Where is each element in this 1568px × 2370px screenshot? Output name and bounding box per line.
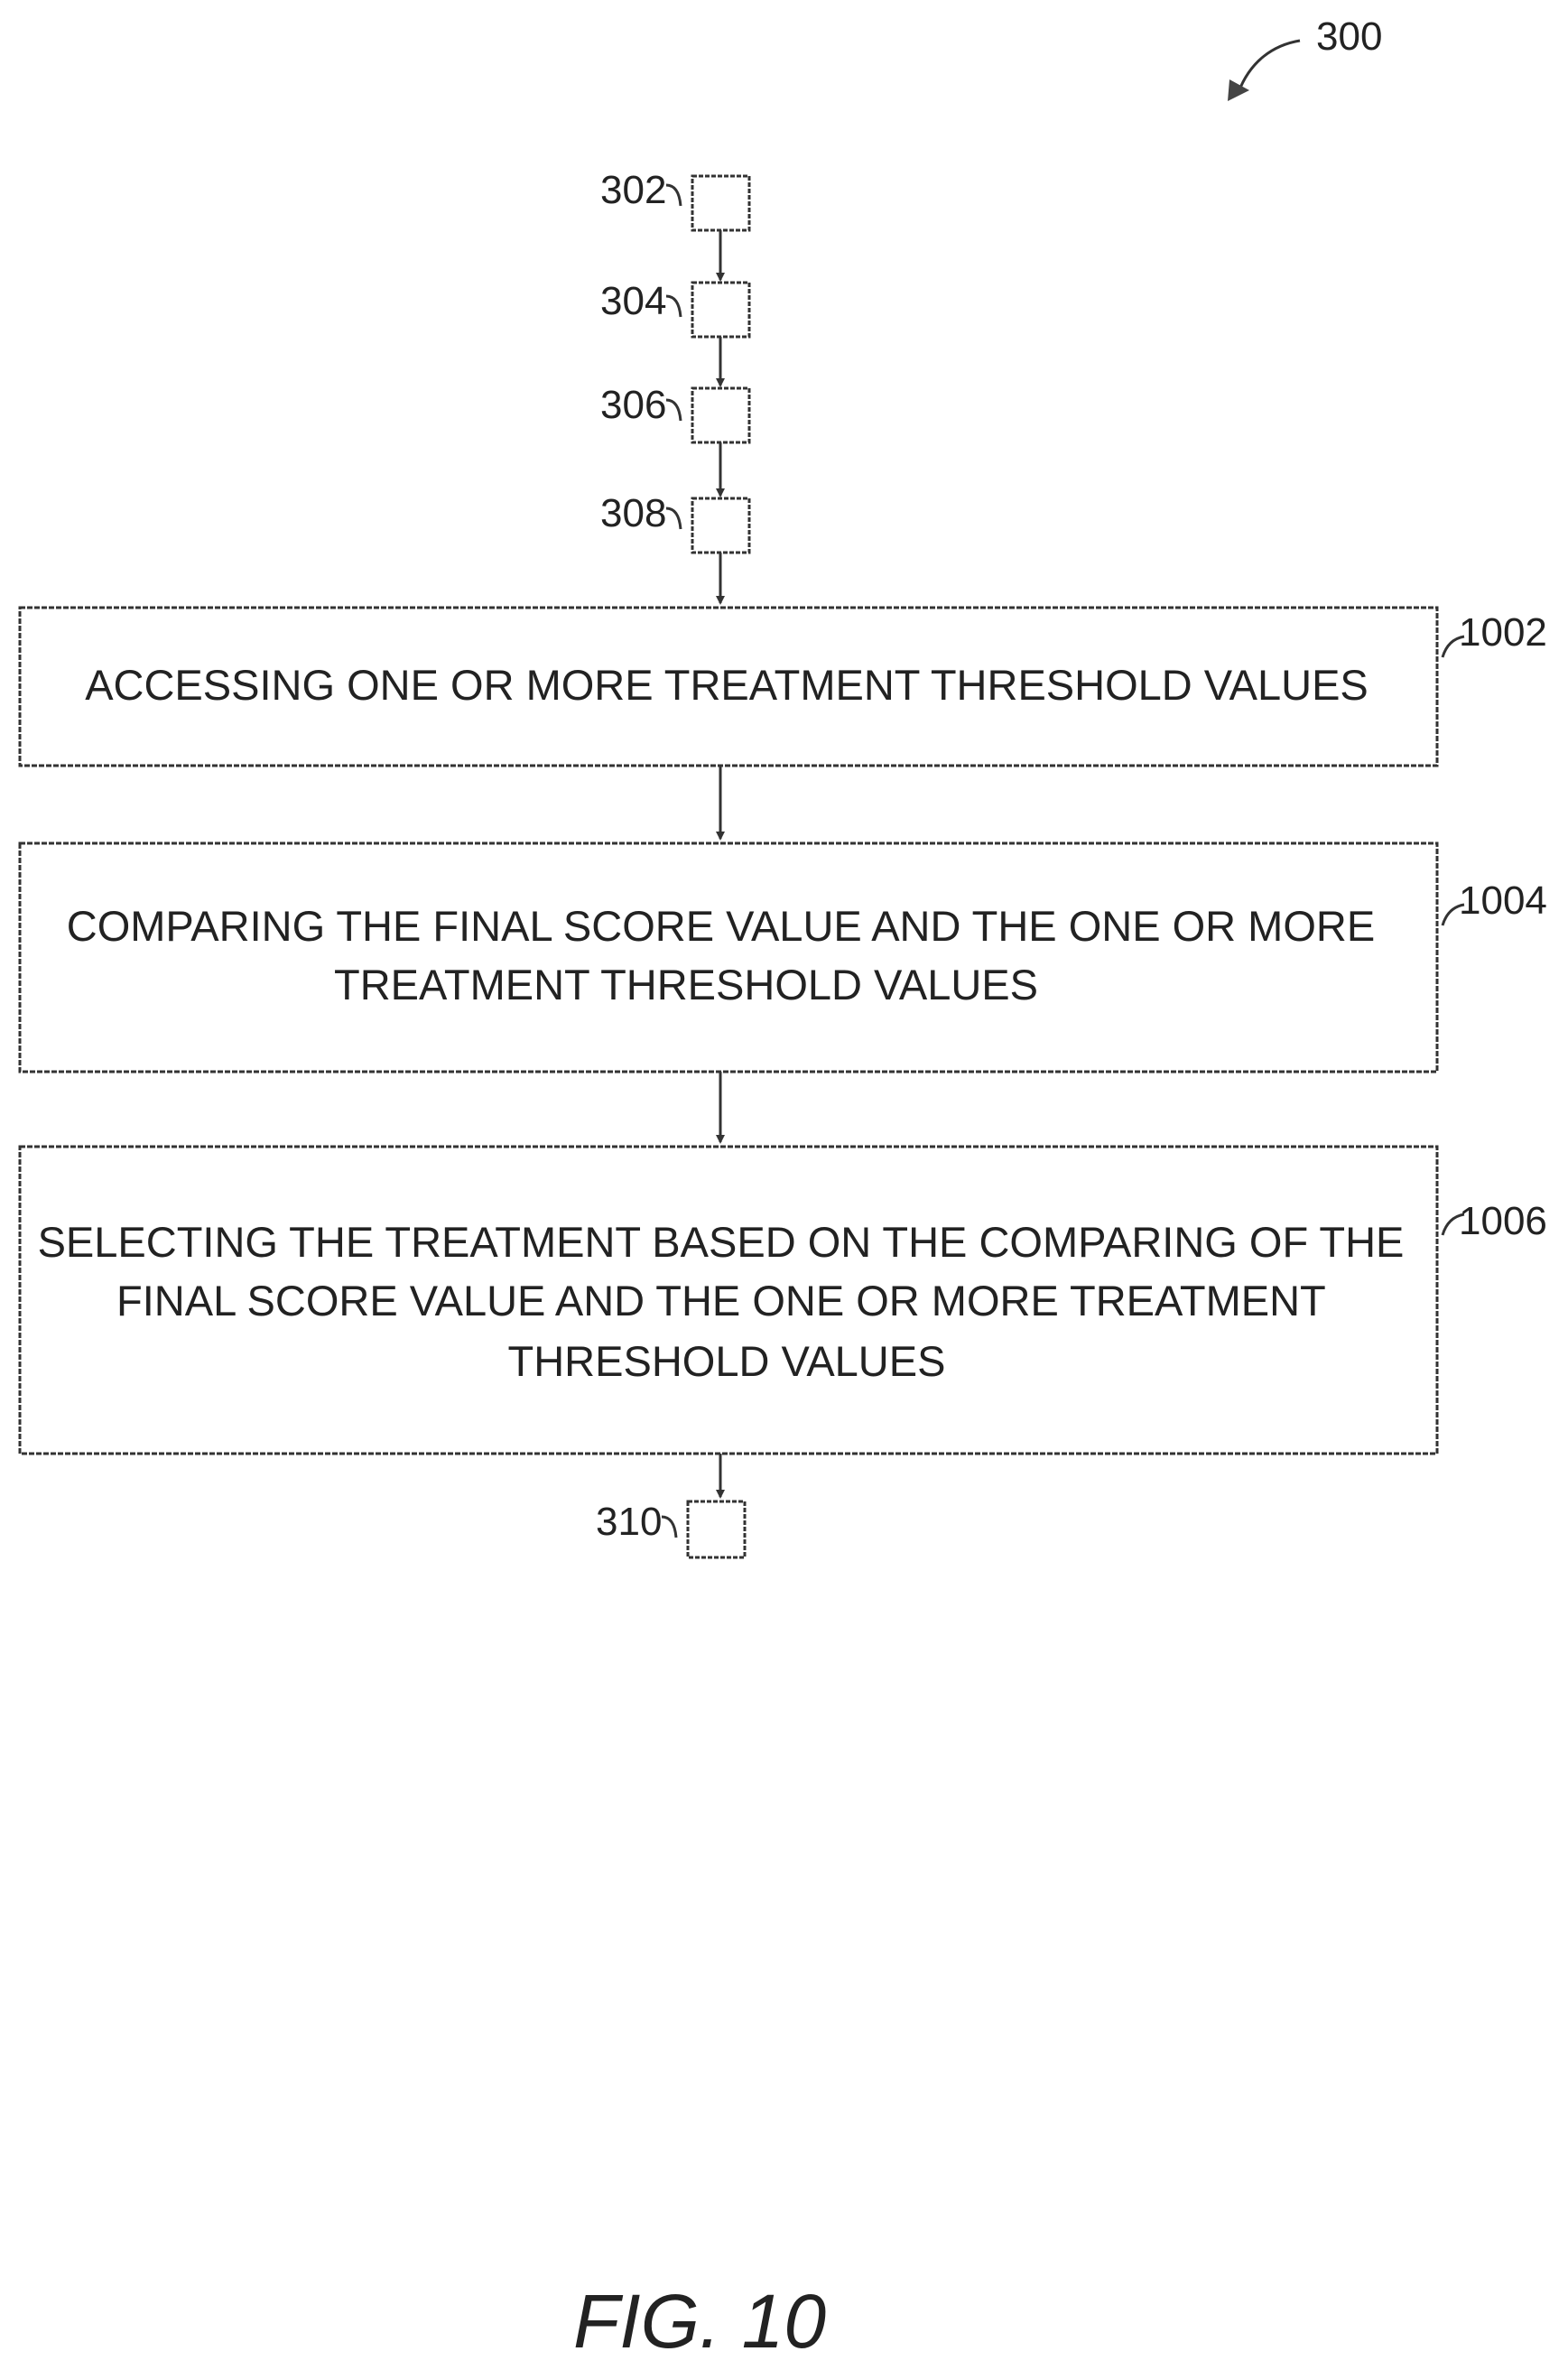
- step-304-ref: 304: [600, 279, 666, 323]
- box-1004: [20, 843, 1437, 1072]
- step-308-leader: [666, 508, 681, 529]
- step-310-leader: [662, 1517, 676, 1538]
- figure-caption: FIG. 10: [573, 2279, 826, 2364]
- box-1004-line-1: COMPARING THE FINAL SCORE VALUE AND THE …: [67, 902, 1375, 950]
- step-306-ref: 306: [600, 383, 666, 427]
- box-1002-ref: 1002: [1459, 610, 1547, 655]
- figure-ref-leader-arrow: [1239, 41, 1300, 92]
- step-302-leader: [666, 185, 681, 206]
- box-1006-line-3: THRESHOLD VALUES: [508, 1337, 946, 1385]
- step-306-box: [692, 388, 749, 442]
- step-308-ref: 308: [600, 491, 666, 535]
- step-302-ref: 302: [600, 168, 666, 212]
- box-1004-line-2: TREATMENT THRESHOLD VALUES: [334, 961, 1038, 1008]
- step-306-leader: [666, 400, 681, 421]
- box-1004-ref: 1004: [1459, 878, 1547, 923]
- step-304-leader: [666, 296, 681, 317]
- box-1006-ref: 1006: [1459, 1199, 1547, 1243]
- step-308-box: [692, 498, 749, 553]
- box-1002-line-1: ACCESSING ONE OR MORE TREATMENT THRESHOL…: [85, 661, 1369, 709]
- figure-ref-number: 300: [1316, 14, 1382, 59]
- box-1002-text: ACCESSING ONE OR MORE TREATMENT THRESHOL…: [85, 661, 1369, 709]
- step-302-box: [692, 176, 749, 230]
- step-310-box: [688, 1501, 745, 1557]
- box-1004-text: COMPARING THE FINAL SCORE VALUE AND THE …: [67, 902, 1387, 1008]
- box-1006-text: SELECTING THE TREATMENT BASED ON THE COM…: [38, 1218, 1416, 1385]
- box-1006-line-2: FINAL SCORE VALUE AND THE ONE OR MORE TR…: [116, 1277, 1325, 1324]
- step-310-ref: 310: [596, 1500, 662, 1544]
- box-1006-line-1: SELECTING THE TREATMENT BASED ON THE COM…: [38, 1218, 1405, 1266]
- figure-ref-arrowhead: [1228, 79, 1249, 101]
- step-304-box: [692, 283, 749, 337]
